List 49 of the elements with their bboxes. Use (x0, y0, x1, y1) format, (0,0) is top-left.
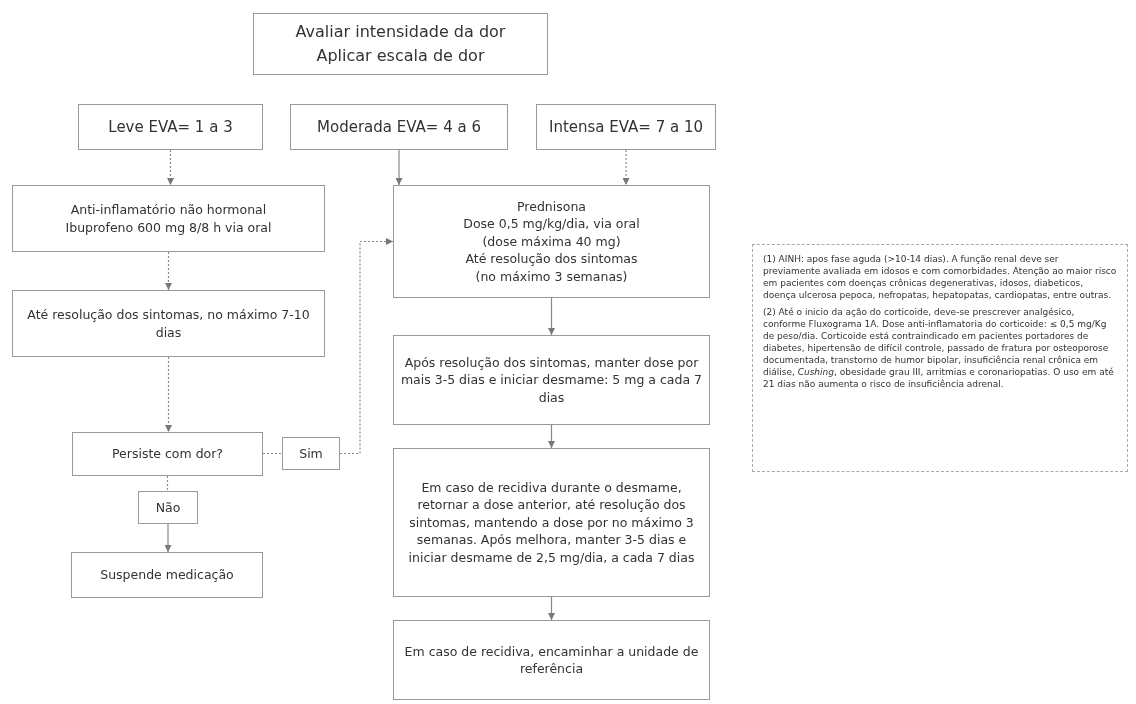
category-box (78, 104, 263, 150)
arrow (165, 251, 172, 291)
footnote-text: (1) AINH: apos fase aguda (>10-14 dias). A função renal deve ser previamente avaliada em idosos e com comorbidades. Atenção ao maior risco em pacientes com doenças crônicas degenerativas, idosos, diabeticos, doença ulcerosa pepoca, nefropatas, hepatopatas, cardiopatas, entre outras. (763, 253, 1117, 302)
footnote-text: (2) Até o inicio da ação do corticoide, deve-se prescrever analgésico, conforme Fluxograma 1A. Dose anti-inflamatoria do corticoide: ≤ 0,5 mg/Kg de peso/dia. Corticoide está contraindicado em pacientes portadores de diabetes, hipertensão de difícil controle, passado de fratura por osteoporose documentada, transtorno de humor bipolar, insuficiência renal crônica em diálise, Cushing, obesidade grau III, arritmias e coronariopatias. O uso em até 21 dias não aumenta o risco de insuficiência adrenal. (763, 305, 1115, 391)
process-box (393, 620, 710, 700)
node-text: Em caso de recidiva, encaminhar a unidade de referência (403, 642, 700, 678)
process-box (12, 290, 325, 357)
node-text: Anti-inflamatório não hormonal (70, 201, 267, 219)
category-box (290, 104, 508, 150)
node-text: Em caso de recidiva durante o desmame, retornar a dose anterior, até resolução dos sintomas, mantendo a dose por no máximo 3 semanas. Após melhora, manter 3-5 dias e iniciar desmame de 2,5 mg/dia, a cada 7 dias (407, 478, 696, 567)
arrow (548, 596, 555, 621)
arrow (165, 356, 172, 433)
arrow (548, 297, 555, 336)
node-text: Após resolução dos sintomas, manter dose por mais 3-5 dias e iniciar desmame: 5 mg a cada 7 dias (400, 353, 703, 407)
node-text: Avaliar intensidade da dor (295, 21, 506, 43)
process-box (393, 335, 710, 425)
arrow (164, 523, 172, 553)
connector-line (262, 452, 283, 455)
start-box (253, 13, 548, 75)
decision-box (72, 432, 263, 476)
node-text: Aplicar escala de dor (316, 45, 485, 67)
node-text: Até resolução dos sintomas, no máximo 7-10 dias (26, 306, 311, 341)
arrow (395, 149, 403, 186)
arrow (622, 149, 630, 186)
node-text: Moderada EVA= 4 a 6 (317, 116, 481, 138)
node-text: Intensa EVA= 7 a 10 (548, 116, 704, 138)
process-box (71, 552, 263, 598)
node-text: Dose 0,5 mg/kg/dia, via oral (463, 215, 640, 233)
process-box (393, 185, 710, 298)
node-text: (dose máxima 40 mg) (482, 232, 621, 251)
node-text: Ibuprofeno 600 mg 8/8 h via oral (65, 218, 272, 236)
process-box (393, 448, 710, 597)
arrow (167, 149, 174, 186)
node-text: Leve EVA= 1 a 3 (108, 116, 233, 138)
answer-box (282, 437, 340, 470)
category-box (536, 104, 716, 150)
process-box (12, 185, 325, 252)
node-text: Até resolução dos sintomas (465, 250, 638, 268)
arrow (548, 424, 555, 449)
node-text: Persiste com dor? (112, 445, 223, 463)
node-text: (no máximo 3 semanas) (475, 267, 628, 286)
node-text: Prednisona (517, 197, 586, 216)
footnote-box (752, 244, 1128, 472)
answer-box (138, 491, 198, 524)
node-text: Não (155, 498, 181, 517)
node-text: Suspende medicação (100, 566, 234, 584)
arrow (339, 238, 394, 455)
connector-line (166, 475, 169, 492)
node-text: Sim (299, 444, 323, 463)
